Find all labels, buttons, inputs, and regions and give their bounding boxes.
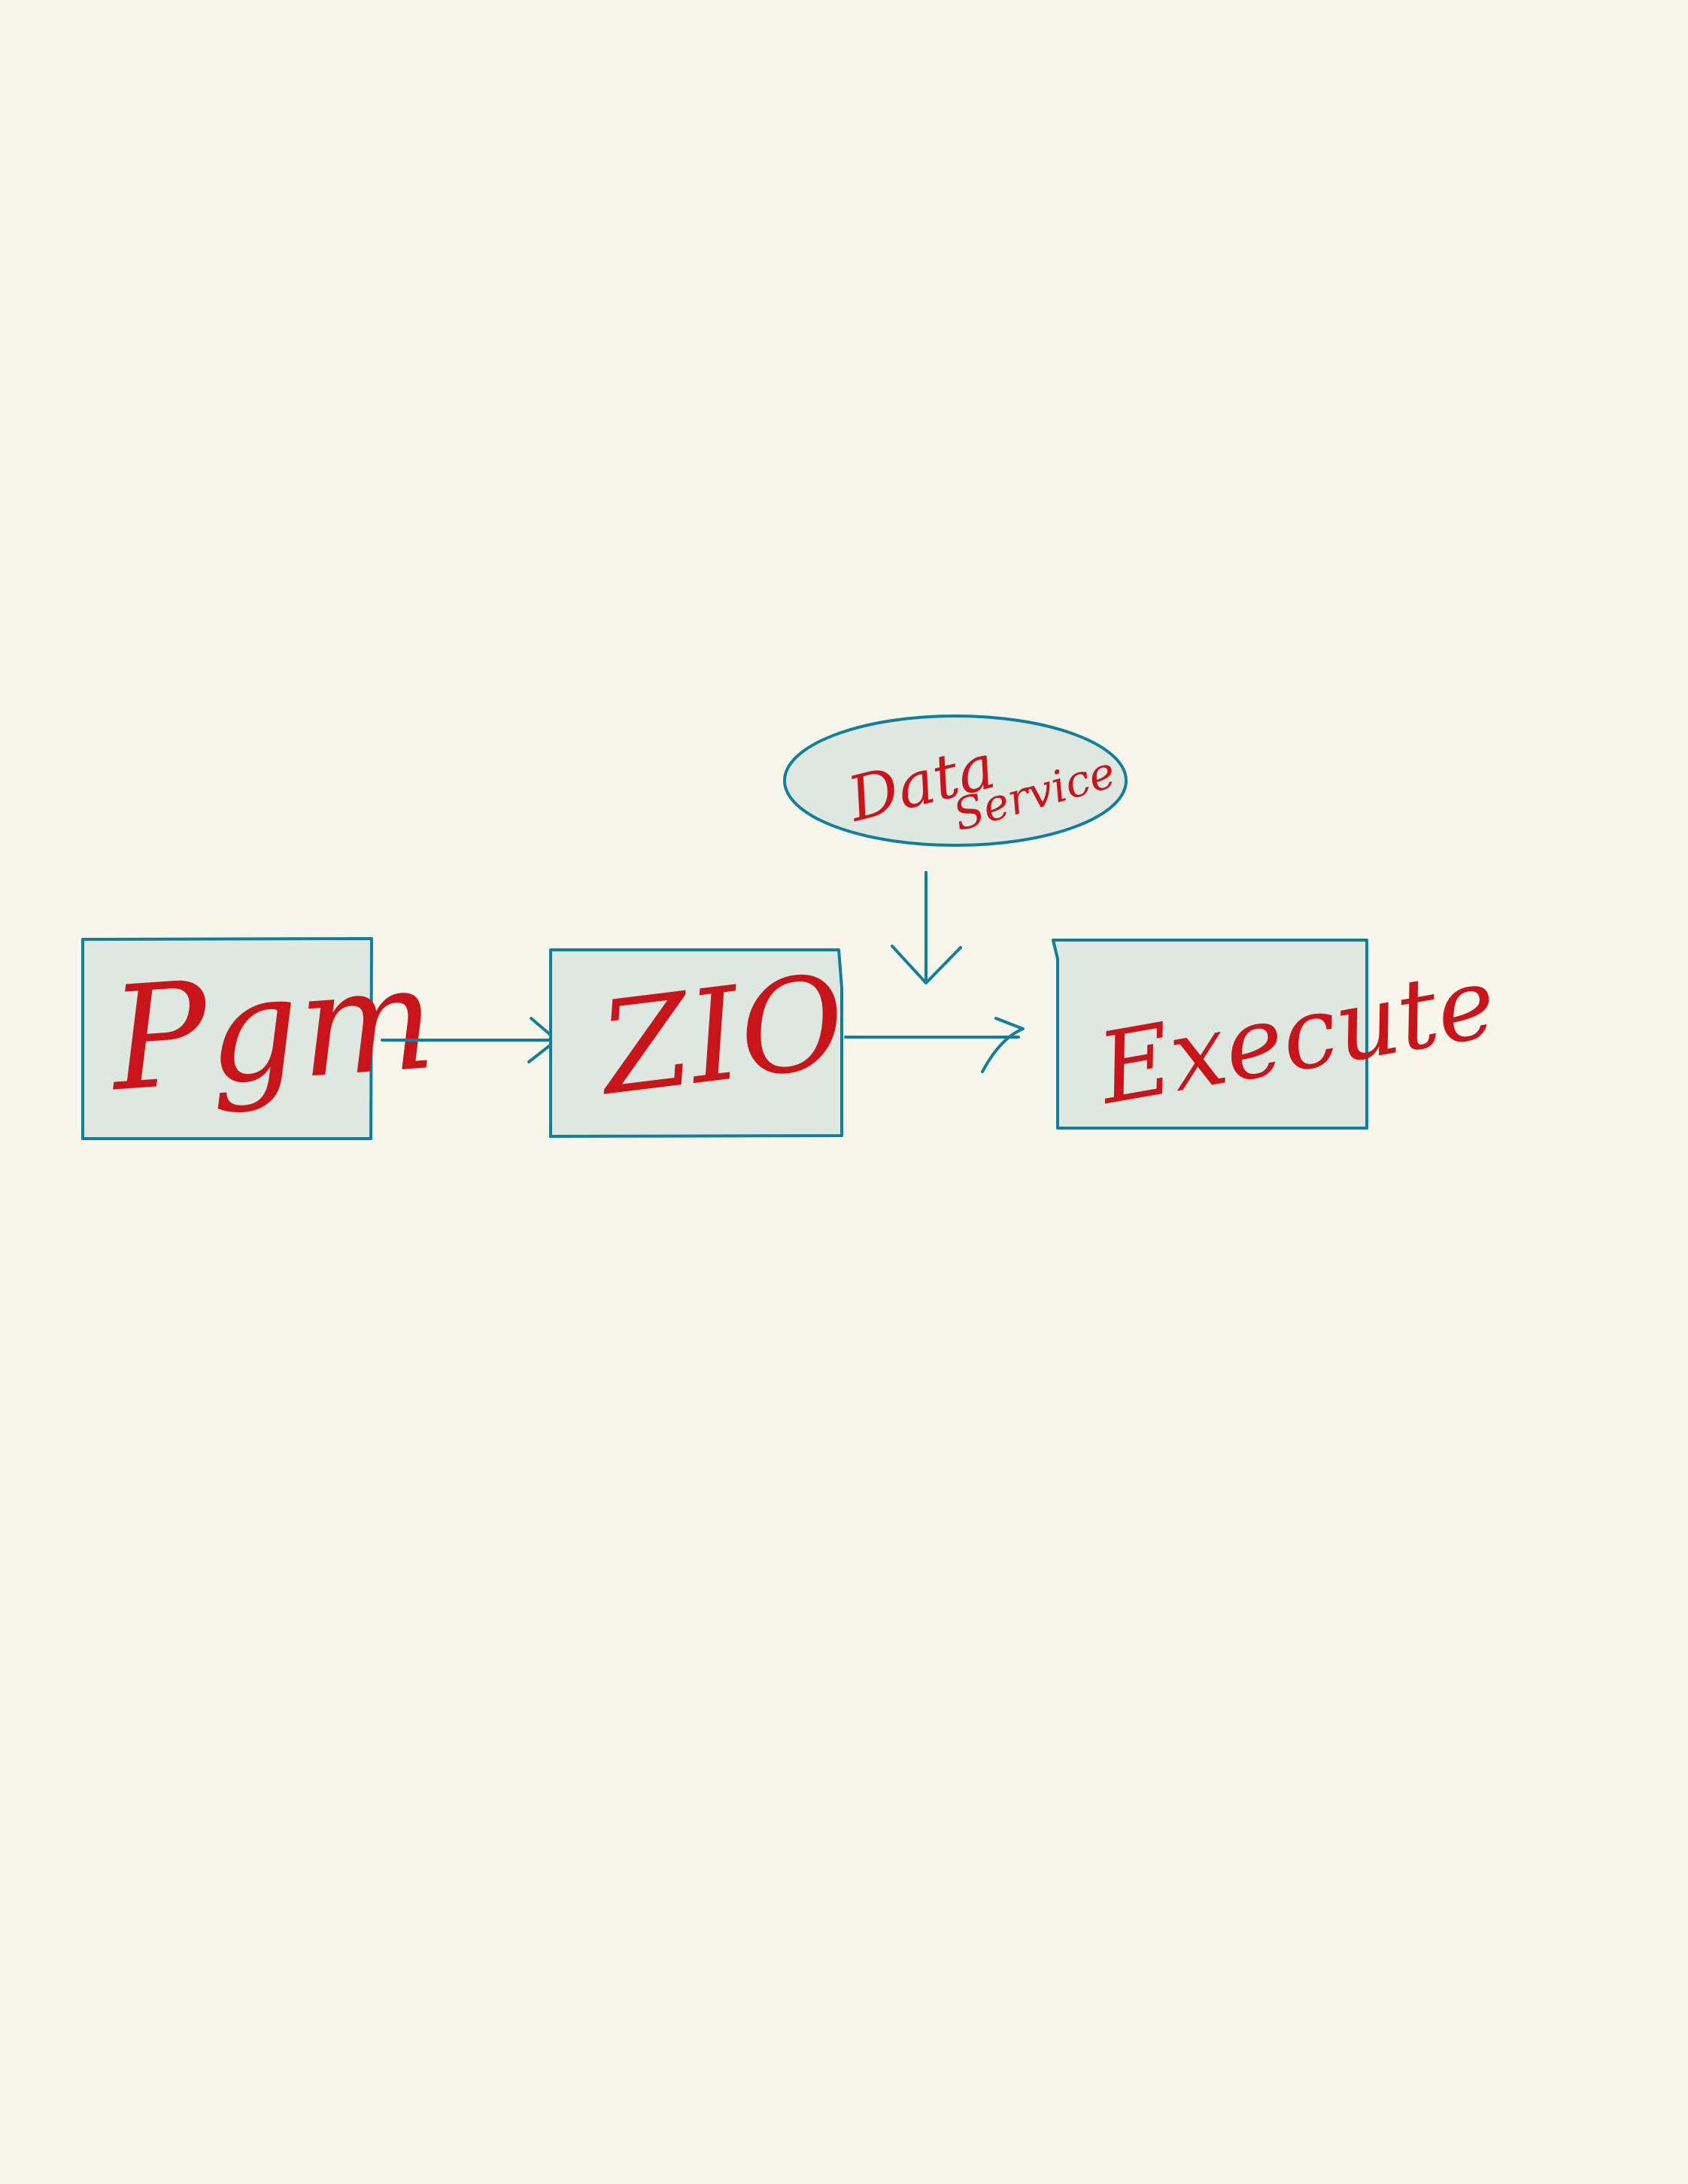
edge-data-service-down (891, 871, 962, 984)
edge-zio-to-execute (844, 1017, 1025, 1073)
node-data-service-shape (783, 714, 1128, 847)
edge-data-service-down-arrowhead (891, 945, 962, 984)
node-data-service[interactable]: Data Service (783, 714, 1128, 847)
node-zio-box (549, 948, 843, 1138)
node-pgm-label: Pgm (104, 935, 440, 1124)
node-pgm-box (81, 937, 373, 1140)
node-execute[interactable]: Execute (1052, 939, 1504, 1130)
node-zio[interactable]: ZIO (549, 947, 853, 1138)
node-zio-label: ZIO (589, 947, 853, 1125)
node-execute-box (1052, 939, 1368, 1130)
node-pgm[interactable]: Pgm (81, 935, 440, 1140)
edge-zio-to-execute-arrowhead (981, 1017, 1025, 1073)
